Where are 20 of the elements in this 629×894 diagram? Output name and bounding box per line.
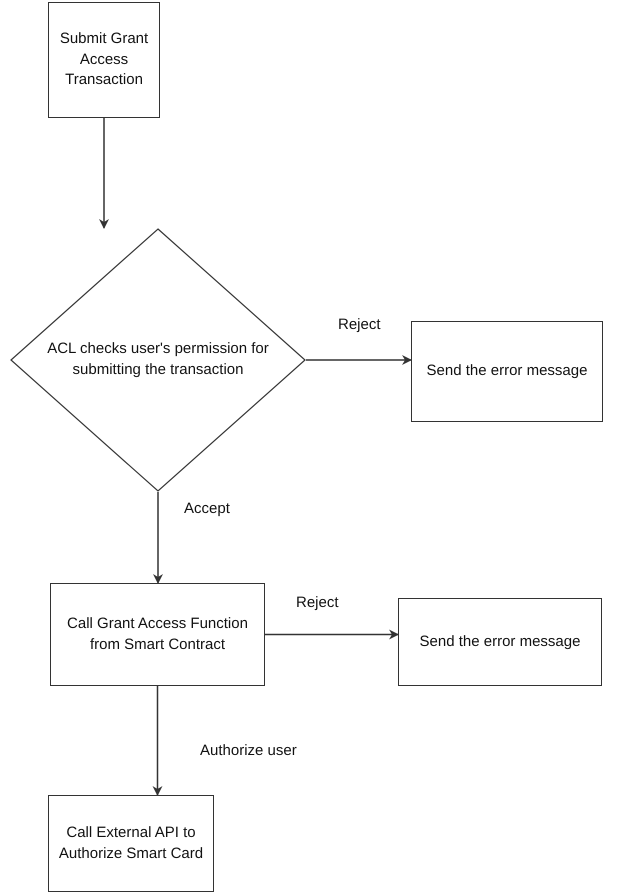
arrow [153,492,163,584]
process-box [50,583,265,686]
arrow [265,630,399,640]
node-text: Call External API to Authorize Smart Card [58,822,204,864]
edge-label: Reject [336,316,383,335]
process-box [48,2,160,118]
node-text: Send the error message [426,361,588,382]
decision-diamond [10,228,306,492]
arrow [99,118,109,229]
arrow [152,686,162,796]
node-text: ACL checks user's permission for submitting the transaction [46,339,270,380]
edge-label: Reject [294,594,341,613]
process-box [411,321,603,422]
node-text: Send the error message [420,632,580,652]
process-box [398,598,602,686]
process-box [48,795,214,892]
arrow [306,355,412,365]
node-text: Call Grant Access Function from Smart Contract [66,614,249,654]
edge-label: Accept [182,500,232,519]
node-text: Submit Grant Access Transaction [58,29,150,90]
